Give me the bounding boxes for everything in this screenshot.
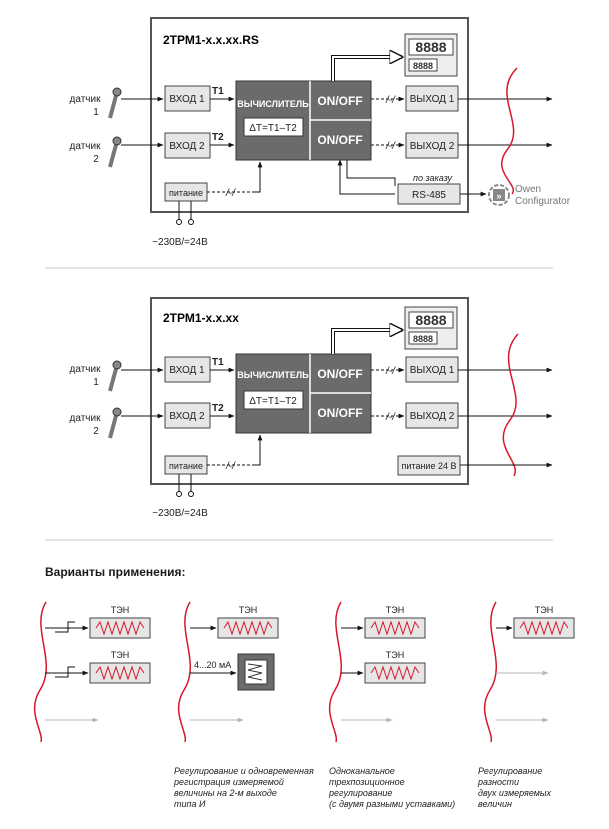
output-2-block: [405, 402, 459, 429]
svg-text:/-/: /-/: [385, 141, 396, 152]
svg-text:питание: питание: [169, 461, 203, 471]
svg-text:регулирование: регулирование: [328, 788, 392, 798]
svg-text:ВХОД 2: ВХОД 2: [169, 411, 205, 422]
variant-three-position: ТЭН ТЭН: [328, 601, 426, 743]
variants-title: Варианты применения:: [45, 565, 185, 579]
svg-text:ТЭН: ТЭН: [386, 605, 404, 615]
svg-text:T1: T1: [212, 357, 224, 368]
svg-text:T2: T2: [212, 132, 224, 143]
svg-text:Owen: Owen: [515, 184, 541, 195]
svg-text:ВЫХОД 1: ВЫХОД 1: [410, 94, 455, 105]
display-indicator: 8888 8888: [404, 33, 458, 77]
onoff-1: ON/OFF: [317, 367, 362, 381]
svg-text:8888: 8888: [413, 334, 433, 344]
svg-text:4...20 мА: 4...20 мА: [194, 660, 231, 670]
svg-text:разности: разности: [477, 777, 519, 787]
svg-text:ΔT=T1–T2: ΔT=T1–T2: [249, 396, 297, 407]
owen-configurator-logo: » Owen Configurator: [488, 184, 571, 207]
svg-text:~230В/=24В: ~230В/=24В: [152, 508, 208, 519]
input-1-block: [164, 356, 211, 383]
svg-text:ВЫХОД 1: ВЫХОД 1: [410, 365, 455, 376]
input-2-block: [164, 132, 211, 159]
svg-text:трехпозиционное: трехпозиционное: [329, 777, 405, 787]
caption-2: Одноканальное трехпозиционное регулирова…: [328, 766, 455, 809]
svg-text:T1: T1: [212, 86, 224, 97]
sensor-1: датчик 1: [70, 360, 164, 392]
onoff-2: ON/OFF: [317, 406, 362, 420]
svg-text:RS-485: RS-485: [412, 190, 446, 201]
svg-text:двух измеряемых: двух измеряемых: [478, 788, 552, 798]
svg-text:2: 2: [93, 426, 99, 437]
svg-text:1: 1: [93, 377, 99, 388]
svg-text:ТЭН: ТЭН: [111, 650, 129, 660]
svg-text:8888: 8888: [415, 39, 446, 55]
svg-text:/-/: /-/: [385, 95, 396, 106]
svg-text:ТЭН: ТЭН: [535, 605, 553, 615]
svg-text:ΔT=T1–T2: ΔT=T1–T2: [249, 123, 297, 134]
svg-text:ВХОД 1: ВХОД 1: [169, 365, 205, 376]
svg-text:8888: 8888: [415, 312, 446, 328]
svg-text:/-/: /-/: [385, 412, 396, 423]
calculator-label: ВЫЧИСЛИТЕЛЬ: [237, 370, 309, 380]
svg-text:питание: питание: [169, 188, 203, 198]
svg-text:/-/: /-/: [225, 188, 236, 199]
sensor-1: датчик 1: [70, 87, 164, 119]
svg-text:по заказу: по заказу: [413, 173, 452, 183]
svg-text:/-/: /-/: [225, 461, 236, 472]
svg-text:ТЭН: ТЭН: [386, 650, 404, 660]
sensor-2: датчик 2: [70, 407, 164, 439]
sensor-2: датчик 2: [70, 136, 164, 168]
output-2-block: [405, 132, 459, 159]
variant-heater-recorder: ТЭН 4...20 мА: [177, 601, 279, 743]
svg-text:датчик: датчик: [70, 94, 102, 105]
svg-text:величины на 2-м выходе: величины на 2-м выходе: [174, 788, 277, 798]
device-title: 2ТРМ1-х.х.хх.RS: [163, 33, 259, 47]
svg-text:датчик: датчик: [70, 364, 102, 375]
variant-difference: ТЭН: [483, 601, 575, 743]
svg-text:1: 1: [93, 107, 99, 118]
input-1-block: [164, 85, 211, 112]
svg-text:~230В/=24В: ~230В/=24В: [152, 237, 208, 248]
device-title: 2ТРМ1-х.х.хх: [163, 311, 239, 325]
input-2-block: [164, 402, 211, 429]
svg-text:8888: 8888: [413, 61, 433, 71]
diagram-basic: 2ТРМ1-х.х.хх датчик 1 датчик 2 ВХОД 1 ВХ…: [70, 297, 553, 519]
svg-text:величин: величин: [478, 799, 512, 809]
svg-text:датчик: датчик: [70, 413, 102, 424]
svg-text:ВХОД 2: ВХОД 2: [169, 141, 205, 152]
svg-text:регистрация измеряемой: регистрация измеряемой: [173, 777, 284, 787]
svg-text:Регулирование и одновременная: Регулирование и одновременная: [174, 766, 314, 776]
svg-text:типа И: типа И: [174, 799, 206, 809]
svg-text:датчик: датчик: [70, 141, 102, 152]
onoff-2: ON/OFF: [317, 133, 362, 147]
display-indicator: 8888 8888: [404, 306, 458, 350]
svg-text:питание 24 В: питание 24 В: [402, 461, 457, 471]
svg-text:Configurator: Configurator: [515, 196, 571, 207]
output-1-block: [405, 85, 459, 112]
variant-two-heaters: ТЭН ТЭН: [33, 601, 151, 743]
svg-text:Регулирование: Регулирование: [478, 766, 542, 776]
svg-text:ВХОД 1: ВХОД 1: [169, 94, 205, 105]
svg-text:ТЭН: ТЭН: [111, 605, 129, 615]
diagram-rs: 2ТРМ1-х.х.хх.RS датчик 1 датчик 2 ВХОД 1…: [70, 17, 571, 248]
svg-text:/-/: /-/: [385, 366, 396, 377]
caption-3: Регулирование разности двух измеряемых в…: [477, 766, 552, 809]
svg-text:»: »: [496, 191, 501, 201]
svg-text:(с двумя разными уставками): (с двумя разными уставками): [329, 799, 455, 809]
svg-text:ВЫХОД 2: ВЫХОД 2: [410, 141, 455, 152]
svg-text:Одноканальное: Одноканальное: [329, 766, 395, 776]
svg-text:T2: T2: [212, 403, 224, 414]
svg-text:2: 2: [93, 154, 99, 165]
svg-text:ВЫХОД 2: ВЫХОД 2: [410, 411, 455, 422]
caption-1: Регулирование и одновременная регистраци…: [173, 766, 314, 809]
onoff-1: ON/OFF: [317, 94, 362, 108]
svg-text:ТЭН: ТЭН: [239, 605, 257, 615]
calculator-label: ВЫЧИСЛИТЕЛЬ: [237, 99, 309, 109]
